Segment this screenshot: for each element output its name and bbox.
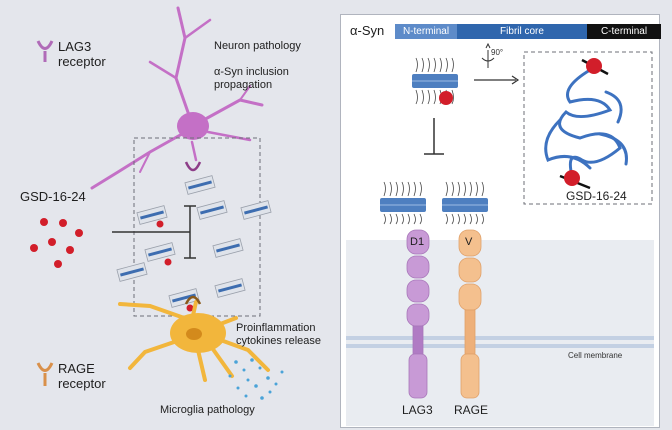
cell-membrane-label: Cell membrane <box>568 351 623 360</box>
domain-c-terminal: C-terminal <box>587 24 661 39</box>
fibril-fragments <box>116 175 272 312</box>
microglia-pathology-label: Microglia pathology <box>160 404 255 416</box>
microglia-illustration <box>118 295 270 382</box>
asyn-domain-bar: N-terminal Fibril core C-terminal <box>395 24 661 39</box>
fibril-stack-top <box>412 57 458 105</box>
v-domain-label: V <box>465 236 473 248</box>
lag3-receptor <box>406 229 430 399</box>
membrane-backdrop <box>346 240 654 426</box>
asyn-label: α-Syn <box>350 23 385 38</box>
inhibition-symbol-right <box>424 118 444 155</box>
compound-top-structure <box>586 58 602 74</box>
lag3-receptor-icon <box>36 40 54 62</box>
domain-fibril-core: Fibril core <box>457 24 587 39</box>
rage-receptor <box>458 229 482 399</box>
fibril-stack-rage <box>442 181 488 225</box>
cell-membrane <box>346 336 654 348</box>
neuron-receptor <box>184 161 202 172</box>
structure-box <box>523 51 653 205</box>
domain-n-terminal: N-terminal <box>395 24 457 39</box>
inhibition-symbol-left <box>112 205 196 259</box>
rage-receptor-icon <box>36 362 54 386</box>
protein-structure <box>544 68 628 178</box>
neuron-illustration <box>90 6 264 190</box>
neuron-body <box>177 112 209 140</box>
gsd-compound-dots <box>30 218 83 268</box>
neuron-pathology-label: Neuron pathology <box>214 40 301 52</box>
fibril-stack-lag3 <box>380 181 426 225</box>
d1-domain-label: D1 <box>410 236 425 248</box>
gsd-label-right: GSD-16-24 <box>566 189 627 203</box>
compound-bottom-structure <box>564 170 580 186</box>
rotate-90-icon <box>481 42 495 68</box>
rotation-label: 90° <box>491 48 504 57</box>
gsd-label-left: GSD-16-24 <box>20 189 86 204</box>
cytokine-particles <box>228 358 284 400</box>
rage-receptor-bottom-label: RAGE <box>454 403 489 417</box>
lag3-receptor-bottom-label: LAG3 <box>402 403 433 417</box>
